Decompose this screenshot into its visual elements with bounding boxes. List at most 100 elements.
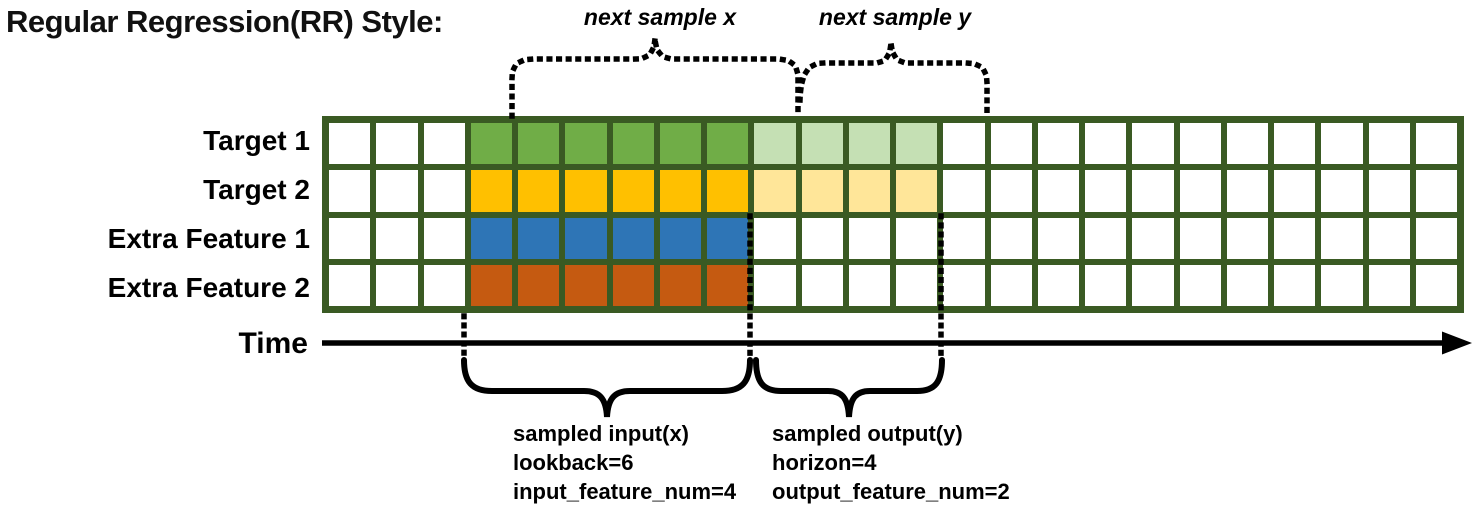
row-labels: Target 1 Target 2 Extra Feature 1 Extra … xyxy=(0,116,310,313)
sampled-input-underbrace xyxy=(461,357,753,418)
time-arrow xyxy=(322,331,1472,355)
output-feature-num-line: output_feature_num=2 xyxy=(772,479,1010,504)
cell-r3-c14 xyxy=(990,264,1032,306)
cell-r0-c21 xyxy=(1321,123,1363,165)
cell-r2-c6 xyxy=(612,217,654,259)
cell-r0-c14 xyxy=(990,123,1032,165)
sampled-output-note: sampled output(y) horizon=4 output_featu… xyxy=(772,419,1010,506)
cell-r1-c12 xyxy=(896,170,938,212)
cell-r2-c21 xyxy=(1321,217,1363,259)
cell-r1-c3 xyxy=(470,170,512,212)
cell-r2-c9 xyxy=(754,217,796,259)
cell-r2-c23 xyxy=(1415,217,1457,259)
cell-r0-c12 xyxy=(896,123,938,165)
cell-r3-c11 xyxy=(848,264,890,306)
cell-r3-c7 xyxy=(659,264,701,306)
cell-r0-c0 xyxy=(329,123,371,165)
sampled-output-underbrace xyxy=(753,357,945,418)
cell-r3-c3 xyxy=(470,264,512,306)
cell-r3-c8 xyxy=(707,264,749,306)
cell-r2-c8 xyxy=(707,217,749,259)
cell-r1-c23 xyxy=(1415,170,1457,212)
lookback-line: lookback=6 xyxy=(513,450,634,475)
sampled-output-line: sampled output(y) xyxy=(772,421,963,446)
cell-r3-c1 xyxy=(376,264,418,306)
cell-r2-c12 xyxy=(896,217,938,259)
cell-r1-c16 xyxy=(1085,170,1127,212)
cell-r2-c16 xyxy=(1085,217,1127,259)
cell-r3-c20 xyxy=(1274,264,1316,306)
time-arrowhead xyxy=(1442,331,1472,355)
cell-r2-c7 xyxy=(659,217,701,259)
row-label-target-2: Target 2 xyxy=(203,173,310,205)
cell-r2-c22 xyxy=(1368,217,1410,259)
cell-r3-c9 xyxy=(754,264,796,306)
cell-r3-c4 xyxy=(518,264,560,306)
cell-r1-c20 xyxy=(1274,170,1316,212)
cell-r0-c3 xyxy=(470,123,512,165)
cell-r3-c19 xyxy=(1226,264,1268,306)
cell-r1-c5 xyxy=(565,170,607,212)
cell-r3-c6 xyxy=(612,264,654,306)
cell-r0-c4 xyxy=(518,123,560,165)
cell-r1-c0 xyxy=(329,170,371,212)
cell-r2-c2 xyxy=(423,217,465,259)
cell-r1-c18 xyxy=(1179,170,1221,212)
cell-r2-c3 xyxy=(470,217,512,259)
cell-r0-c1 xyxy=(376,123,418,165)
cell-r1-c19 xyxy=(1226,170,1268,212)
row-label-extra-feature-1: Extra Feature 1 xyxy=(107,223,310,255)
cell-r3-c5 xyxy=(565,264,607,306)
cell-r3-c21 xyxy=(1321,264,1363,306)
cell-r3-c22 xyxy=(1368,264,1410,306)
cell-r2-c15 xyxy=(1037,217,1079,259)
cell-r0-c16 xyxy=(1085,123,1127,165)
cell-r1-c4 xyxy=(518,170,560,212)
cell-r2-c4 xyxy=(518,217,560,259)
next-sample-y-label: next sample y xyxy=(818,4,972,30)
cell-r1-c7 xyxy=(659,170,701,212)
cell-r2-c11 xyxy=(848,217,890,259)
cell-r2-c10 xyxy=(801,217,843,259)
cell-r2-c14 xyxy=(990,217,1032,259)
next-sample-y-brace xyxy=(797,41,990,119)
cell-r1-c10 xyxy=(801,170,843,212)
cell-r3-c18 xyxy=(1179,264,1221,306)
cell-r3-c12 xyxy=(896,264,938,306)
diagram-title: Regular Regression(RR) Style: xyxy=(6,4,443,39)
cell-r0-c22 xyxy=(1368,123,1410,165)
cell-r1-c11 xyxy=(848,170,890,212)
cell-r0-c20 xyxy=(1274,123,1316,165)
cell-r0-c10 xyxy=(801,123,843,165)
cell-r0-c5 xyxy=(565,123,607,165)
cell-r0-c19 xyxy=(1226,123,1268,165)
cell-r0-c8 xyxy=(707,123,749,165)
sampled-input-note: sampled input(x) lookback=6 input_featur… xyxy=(513,419,736,506)
cell-r0-c9 xyxy=(754,123,796,165)
cell-r2-c5 xyxy=(565,217,607,259)
cell-r2-c0 xyxy=(329,217,371,259)
input-feature-num-line: input_feature_num=4 xyxy=(513,479,737,504)
horizon-line: horizon=4 xyxy=(772,450,877,475)
cell-r2-c18 xyxy=(1179,217,1221,259)
cell-r1-c6 xyxy=(612,170,654,212)
cell-r2-c17 xyxy=(1132,217,1174,259)
cell-r1-c1 xyxy=(376,170,418,212)
time-axis-label: Time xyxy=(238,327,308,360)
cell-r3-c23 xyxy=(1415,264,1457,306)
cell-r0-c17 xyxy=(1132,123,1174,165)
cell-r3-c0 xyxy=(329,264,371,306)
cell-r1-c2 xyxy=(423,170,465,212)
cell-r1-c15 xyxy=(1037,170,1079,212)
cell-r0-c18 xyxy=(1179,123,1221,165)
cell-r0-c2 xyxy=(423,123,465,165)
cell-r0-c23 xyxy=(1415,123,1457,165)
cell-r0-c11 xyxy=(848,123,890,165)
row-label-extra-feature-2: Extra Feature 2 xyxy=(107,272,310,304)
grid xyxy=(322,116,1464,313)
cell-r1-c17 xyxy=(1132,170,1174,212)
cell-r3-c16 xyxy=(1085,264,1127,306)
cell-r1-c21 xyxy=(1321,170,1363,212)
cell-r3-c15 xyxy=(1037,264,1079,306)
